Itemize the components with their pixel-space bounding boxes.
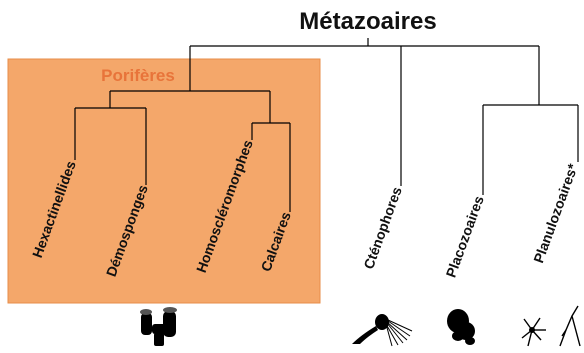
ctenophore-icon	[352, 314, 413, 347]
porifera-label: Porifères	[101, 66, 175, 85]
taxon-label-ctenophores: Cténophores	[360, 184, 405, 271]
tree-branches	[74, 38, 579, 212]
clade-hex-demo	[74, 91, 147, 185]
porifera-stem	[110, 46, 270, 92]
planulozoa-icon	[521, 305, 581, 347]
taxon-label-placozoaires: Placozoaires	[443, 193, 487, 279]
root-branch	[190, 38, 539, 47]
sponge-icon	[140, 307, 177, 346]
clade-homo-calc	[251, 91, 291, 212]
taxon-label-planulozoaires: Planulozoaires*	[530, 161, 581, 265]
diagram-title: Métazoaires	[299, 8, 436, 35]
placozoa-icon	[447, 309, 475, 345]
porifera-box	[7, 58, 321, 304]
clade-placo-planulo	[482, 46, 579, 195]
